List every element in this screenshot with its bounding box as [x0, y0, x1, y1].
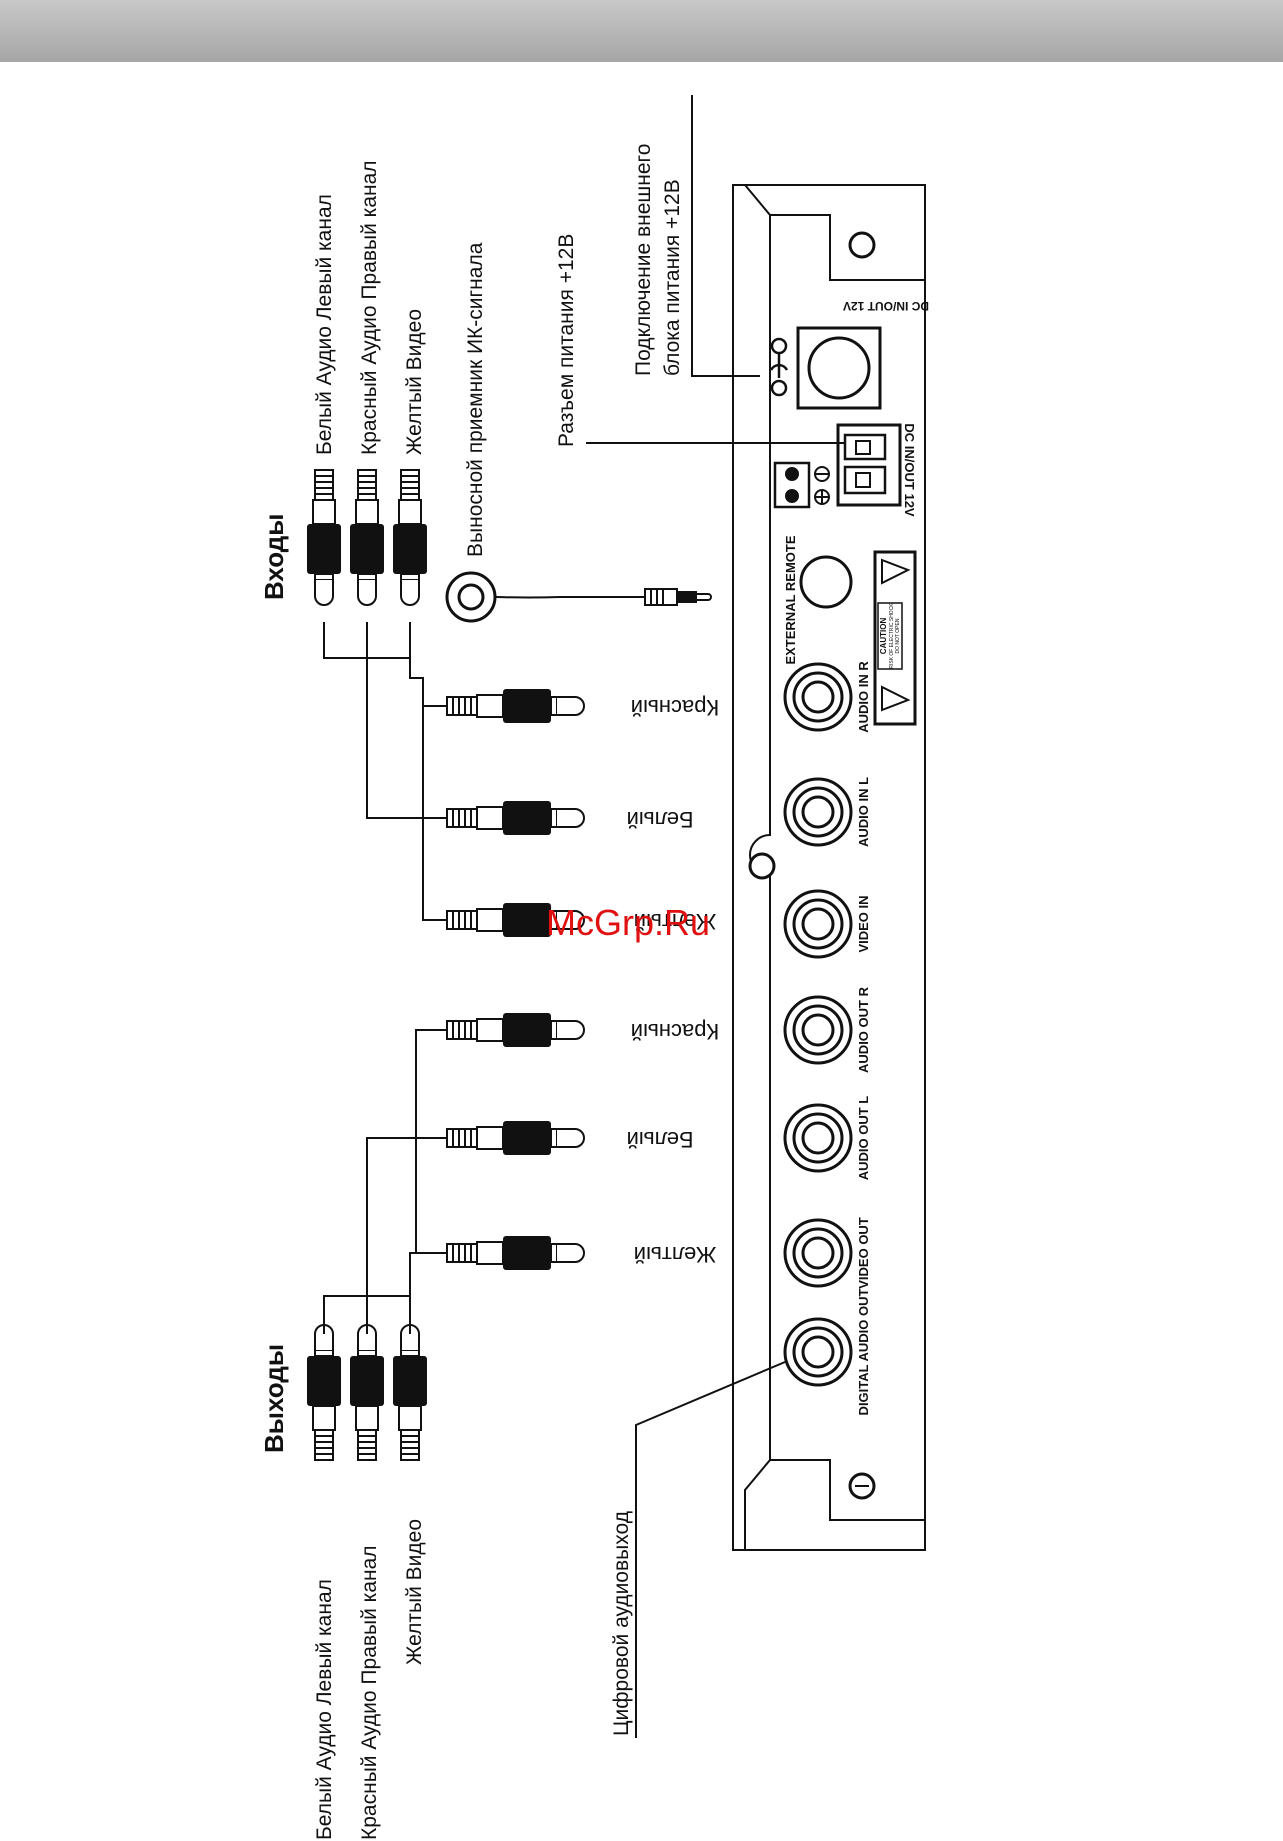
output-label-red-right: Красный Аудио Правый канал: [358, 1545, 381, 1840]
input-plug-yellow[interactable]: [392, 469, 428, 606]
audio-in-r-label: AUDIO IN R: [856, 661, 871, 733]
watermark: McGrp.Ru: [546, 902, 710, 943]
outputs-heading: Выходы: [259, 1344, 289, 1453]
external-supply-label-line2: блока питания +12В: [661, 179, 684, 376]
output-plug-yellow[interactable]: [392, 1324, 428, 1461]
panel-bottom-tab: [770, 1459, 925, 1521]
video-out-label: VIDEO OUT: [856, 1217, 871, 1289]
inputs-heading: Входы: [259, 514, 289, 601]
dc-socket-top[interactable]: [796, 326, 882, 410]
input-label-yellow-video: Желтый Видео: [403, 309, 426, 455]
dc-in-out-top-label: DC IN/OUT 12V: [843, 299, 929, 313]
polarity-icon: [769, 337, 789, 397]
input-label-white-left: Белый Аудио Левый канал: [313, 194, 336, 455]
output-plug-red[interactable]: [349, 1324, 385, 1461]
panel-top-tab: [770, 214, 925, 281]
output-plug-right-red[interactable]: [446, 1012, 585, 1048]
input-plug-red[interactable]: [349, 469, 385, 606]
external-remote-jack[interactable]: [799, 555, 853, 609]
jack-digital-audio-out[interactable]: [783, 1317, 853, 1387]
jack-audio-out-r[interactable]: [783, 995, 853, 1065]
leader-external-supply: [691, 95, 760, 377]
output-label-yellow-video: Желтый Видео: [403, 1519, 426, 1665]
jack-audio-in-r[interactable]: [783, 662, 853, 732]
input-plug-right-red[interactable]: [446, 688, 585, 724]
audio-in-l-label: AUDIO IN L: [856, 777, 871, 847]
input-plug-right-white[interactable]: [446, 800, 585, 836]
input-label-ir-receiver: Выносной приемник ИК-сигнала: [464, 242, 487, 557]
output-label-digital-out: Цифровой аудиовыход: [610, 1511, 633, 1736]
digital-audio-out-label: DIGITAL AUDIO OUT: [856, 1289, 871, 1416]
audio-out-l-label: AUDIO OUT L: [856, 1096, 871, 1181]
plug-color-red-out: Красный: [631, 1019, 720, 1044]
screw-hole-middle: [748, 852, 776, 880]
jack-video-in[interactable]: [783, 889, 853, 959]
caution-label: CAUTION RISK OF ELECTRIC SHOCK DO NOT OP…: [873, 550, 917, 726]
power-socket-label: Разъем питания +12В: [555, 234, 578, 447]
audio-out-r-label: AUDIO OUT R: [856, 986, 871, 1073]
output-cable: Красный Белый Желтый: [306, 1012, 720, 1461]
device-rear-panel: DC IN/OUT 12V DC IN/OUT 12V EXTERNAL REM…: [732, 184, 929, 1551]
leader-digital-out: [635, 1361, 786, 1738]
plug-color-white-in: Белый: [627, 807, 694, 832]
plug-color-red-in: Красный: [631, 695, 720, 720]
input-cable: Красный Белый Желтый: [306, 469, 720, 938]
screw-hole-top: [848, 231, 876, 259]
video-in-label: VIDEO IN: [856, 895, 871, 952]
output-plug-right-yellow[interactable]: [446, 1235, 585, 1271]
jack-audio-out-l[interactable]: [783, 1103, 853, 1173]
input-plug-white[interactable]: [306, 469, 342, 606]
svg-text:RISK OF ELECTRIC SHOCK: RISK OF ELECTRIC SHOCK: [889, 603, 895, 669]
output-plug-white[interactable]: [306, 1324, 342, 1461]
plug-color-white-out: Белый: [627, 1127, 694, 1152]
dc-connector-block[interactable]: [773, 423, 902, 509]
svg-text:DO NOT OPEN: DO NOT OPEN: [895, 618, 901, 653]
svg-text:CAUTION: CAUTION: [879, 618, 888, 655]
jack-video-out[interactable]: [783, 1218, 853, 1288]
output-label-white-left: Белый Аудио Левый канал: [313, 1579, 336, 1840]
dc-in-out-bottom-label: DC IN/OUT 12V: [902, 423, 917, 517]
external-supply-label-line1: Подключение внешнего: [632, 144, 655, 376]
panel-outline: [732, 184, 926, 1551]
header-bar: [0, 0, 1283, 62]
plug-color-yellow-in: Желтый: [634, 909, 717, 934]
ir-receiver[interactable]: [445, 571, 712, 623]
plug-color-yellow-out: Желтый: [634, 1242, 717, 1267]
external-remote-label: EXTERNAL REMOTE: [783, 535, 798, 664]
jack-audio-in-l[interactable]: [783, 777, 853, 847]
output-plug-right-white[interactable]: [446, 1120, 585, 1156]
input-label-red-right: Красный Аудио Правый канал: [358, 160, 381, 455]
